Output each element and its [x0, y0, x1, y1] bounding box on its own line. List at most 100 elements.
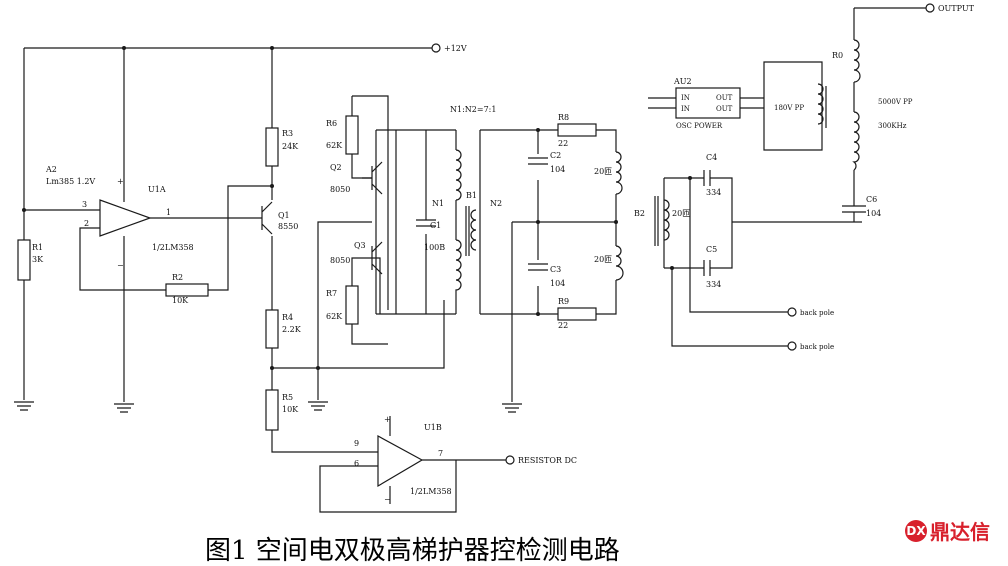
label-out2: OUT — [716, 105, 733, 113]
capacitor-c2 — [528, 157, 548, 165]
capacitor-c4 — [703, 170, 720, 186]
label-r8: R8 — [558, 113, 569, 122]
label-in1: IN — [681, 94, 690, 102]
label-khz: 300KHz — [878, 122, 907, 130]
label-c4: C4 — [706, 153, 717, 162]
label-back-pole-1: back pole — [800, 309, 834, 317]
label-r3: R3 — [282, 129, 293, 138]
label-au2: AU2 — [673, 77, 692, 86]
transformer-core-b2 — [654, 196, 659, 246]
label-coil-a: 20匝 — [594, 167, 612, 176]
vcc-terminal — [431, 43, 441, 53]
label-output: OUTPUT — [938, 4, 975, 13]
coil-180vpp — [817, 83, 824, 125]
coil-20t-upper — [615, 151, 623, 195]
label-r6: R6 — [326, 119, 337, 128]
resistor-r2 — [165, 283, 209, 297]
label-out1: OUT — [716, 94, 733, 102]
label-pin7: 7 — [438, 449, 443, 458]
label-pin3: 3 — [82, 200, 87, 209]
capacitors — [416, 157, 720, 276]
label-r2-val: 10K — [172, 296, 189, 305]
label-c3-val: 104 — [550, 279, 565, 288]
label-r2: R2 — [172, 273, 183, 282]
coil-n2 — [470, 209, 477, 251]
opamp-u1a — [99, 199, 152, 237]
label-resistor-dc: RESISTOR DC — [518, 456, 577, 465]
label-u1b-part: 1/2LM358 — [410, 487, 452, 496]
watermark-mark: DX — [905, 519, 927, 542]
resistor-dc-terminal — [505, 455, 515, 465]
label-5000vpp: 5000V PP — [878, 98, 913, 106]
figure-caption: 图1 空间电双极高梯护器控检测电路 — [205, 536, 620, 566]
resistor-r3 — [265, 127, 279, 167]
inductors — [455, 39, 861, 292]
label-c2-val: 104 — [550, 165, 565, 174]
label-ratio: N1:N2=7:1 — [450, 105, 496, 114]
coil-r0 — [853, 39, 861, 83]
label-b2-coil: 20匝 — [672, 209, 690, 218]
label-c3: C3 — [550, 265, 561, 274]
label-pin6: 6 — [354, 459, 359, 468]
resistor-r8 — [557, 123, 597, 137]
label-r6-val: 62K — [326, 141, 343, 150]
ground-symbols — [14, 401, 522, 413]
resistor-r6 — [345, 115, 359, 155]
label-pin1: 1 — [166, 208, 171, 217]
opamp-u1b — [352, 434, 424, 488]
transistor-q3 — [362, 241, 383, 275]
label-coil-b: 20匝 — [594, 255, 612, 264]
label-r9-val: 22 — [558, 321, 568, 330]
label-r0: R0 — [832, 51, 843, 60]
label-r4-val: 2.2K — [282, 325, 302, 334]
label-u1b: U1B — [424, 423, 442, 432]
label-q2: Q2 — [330, 163, 342, 172]
label-minus1: − — [117, 261, 124, 270]
label-in2: IN — [681, 105, 690, 113]
label-c5-val: 334 — [706, 280, 721, 289]
output-terminal — [925, 3, 935, 13]
label-u1a-part: 1/2LM358 — [152, 243, 194, 252]
label-c1-val: 100B — [424, 243, 445, 252]
label-r5-val: 10K — [282, 405, 299, 414]
oscillator-au2 — [675, 87, 741, 119]
label-q1: Q1 — [278, 211, 290, 220]
label-r1-val: 3K — [32, 255, 44, 264]
label-pin9: 9 — [354, 439, 359, 448]
label-r7-val: 62K — [326, 312, 343, 321]
label-q3-part: 8050 — [330, 256, 350, 265]
label-osc: OSC POWER — [676, 122, 723, 130]
label-c6-val: 104 — [866, 209, 881, 218]
label-r9: R9 — [558, 297, 569, 306]
circuit-schematic: +12V A2 Lm385 1.2V 3 2 1 + − U1A 1/2LM35… — [14, 3, 975, 513]
label-c6: C6 — [866, 195, 877, 204]
label-q2-part: 8050 — [330, 185, 350, 194]
coil-b2 — [663, 199, 670, 241]
label-a2: A2 — [45, 165, 57, 174]
label-c5: C5 — [706, 245, 717, 254]
label-r7: R7 — [326, 289, 337, 298]
wires — [23, 7, 926, 513]
labels: +12V A2 Lm385 1.2V 3 2 1 + − U1A 1/2LM35… — [32, 4, 975, 504]
resistor-r9 — [557, 307, 597, 321]
coil-n1 — [455, 149, 462, 292]
resistor-r1 — [17, 239, 31, 281]
label-r8-val: 22 — [558, 139, 568, 148]
label-r1: R1 — [32, 243, 43, 252]
transistor-q1 — [254, 201, 273, 235]
label-c4-val: 334 — [706, 188, 721, 197]
resistors — [17, 115, 597, 431]
label-a2-part: Lm385 1.2V — [46, 177, 95, 186]
label-q1-part: 8550 — [278, 222, 298, 231]
label-vcc: +12V — [444, 44, 467, 53]
back-pole-terminal — [787, 307, 797, 317]
label-n1: N1 — [432, 199, 444, 208]
label-u1a: U1A — [148, 185, 166, 194]
watermark-text: 鼎达信 — [930, 520, 990, 544]
label-r3-val: 24K — [282, 142, 299, 151]
label-180vpp: 180V PP — [774, 104, 804, 112]
transformer-core-b1 — [465, 206, 470, 256]
label-n2: N2 — [490, 199, 502, 208]
resistor-r7 — [345, 285, 359, 325]
label-back-pole-2: back pole — [800, 343, 834, 351]
